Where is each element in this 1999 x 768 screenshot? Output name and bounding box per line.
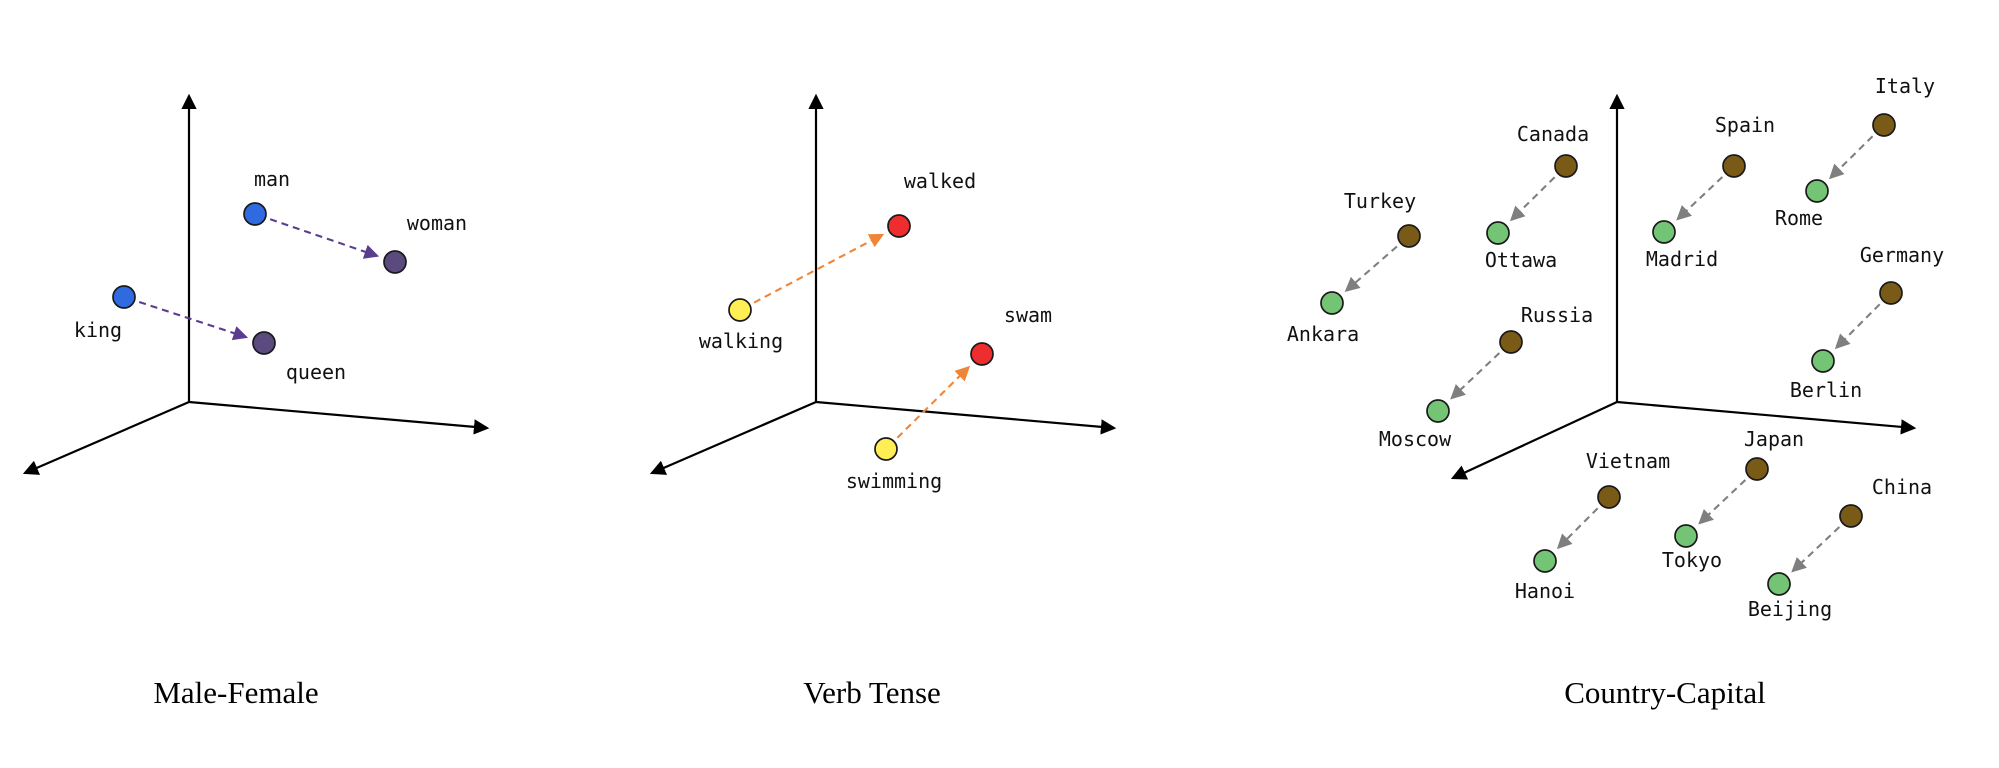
label-swimming: swimming (846, 469, 942, 493)
point-man (243, 202, 267, 226)
label-japan: Japan (1744, 427, 1804, 451)
label-king: king (74, 318, 122, 342)
point-hanoi (1533, 549, 1557, 573)
arrow-italy-to-rome (1828, 135, 1874, 180)
panel-male-female: man woman king queen (22, 93, 490, 475)
point-beijing (1767, 572, 1791, 596)
point-madrid (1652, 220, 1676, 244)
point-queen (252, 331, 276, 355)
caption-verb-tense: Verb Tense (803, 675, 941, 710)
point-walking (728, 298, 752, 322)
arrow-vietnam-to-hanoi (1556, 507, 1599, 550)
label-vietnam: Vietnam (1586, 449, 1670, 473)
point-ankara (1320, 291, 1344, 315)
label-madrid: Madrid (1646, 247, 1718, 271)
arrow-turkey-to-ankara (1344, 245, 1398, 292)
verb-tense-z-axis (649, 400, 817, 475)
label-berlin: Berlin (1790, 378, 1862, 402)
point-ottawa (1486, 221, 1510, 245)
label-germany: Germany (1860, 243, 1944, 267)
point-tokyo (1674, 524, 1698, 548)
arrow-china-to-beijing (1791, 526, 1841, 573)
point-china (1839, 504, 1863, 528)
arrow-spain-to-madrid (1676, 176, 1724, 221)
male-female-x-axis (188, 400, 490, 435)
point-swam (970, 342, 994, 366)
country-capital-z-axis (1450, 401, 1618, 480)
label-moscow: Moscow (1379, 427, 1452, 451)
label-turkey: Turkey (1344, 189, 1416, 213)
point-swimming (874, 437, 898, 461)
arrow-man-to-woman (269, 218, 380, 259)
point-russia (1499, 330, 1523, 354)
point-turkey (1397, 224, 1421, 248)
label-canada: Canada (1517, 122, 1589, 146)
arrow-germany-to-berlin (1834, 303, 1881, 350)
arrow-swimming-to-swam (896, 365, 971, 439)
label-ankara: Ankara (1287, 322, 1359, 346)
label-man: man (254, 167, 290, 191)
label-swam: swam (1004, 303, 1052, 327)
point-spain (1722, 154, 1746, 178)
arrow-canada-to-ottawa (1509, 176, 1556, 222)
arrow-japan-to-tokyo (1698, 479, 1747, 525)
arrow-walking-to-walked (753, 233, 885, 304)
arrow-russia-to-moscow (1450, 352, 1501, 400)
point-germany (1879, 281, 1903, 305)
arrow-king-to-queen (138, 300, 249, 341)
caption-male-female: Male-Female (153, 675, 319, 710)
label-woman: woman (407, 211, 467, 235)
point-woman (383, 250, 407, 274)
panel-verb-tense: walking walked swimming swam (649, 93, 1117, 493)
point-walked (887, 214, 911, 238)
point-rome (1805, 179, 1829, 203)
label-ottawa: Ottawa (1485, 248, 1557, 272)
caption-country-capital: Country-Capital (1564, 675, 1766, 710)
label-rome: Rome (1775, 206, 1823, 230)
point-berlin (1811, 349, 1835, 373)
label-beijing: Beijing (1748, 597, 1832, 621)
label-italy: Italy (1875, 74, 1935, 98)
label-spain: Spain (1715, 113, 1775, 137)
label-tokyo: Tokyo (1662, 548, 1722, 572)
label-walked: walked (904, 169, 976, 193)
label-walking: walking (699, 329, 783, 353)
point-italy (1872, 113, 1896, 137)
label-queen: queen (286, 360, 346, 384)
point-moscow (1426, 399, 1450, 423)
country-capital-x-axis (1616, 400, 1917, 435)
male-female-z-axis (22, 400, 190, 475)
label-china: China (1872, 475, 1932, 499)
point-king (112, 285, 136, 309)
label-russia: Russia (1521, 303, 1593, 327)
label-hanoi: Hanoi (1515, 579, 1575, 603)
point-vietnam (1597, 485, 1621, 509)
point-canada (1554, 154, 1578, 178)
point-japan (1745, 457, 1769, 481)
verb-tense-x-axis (815, 400, 1117, 435)
